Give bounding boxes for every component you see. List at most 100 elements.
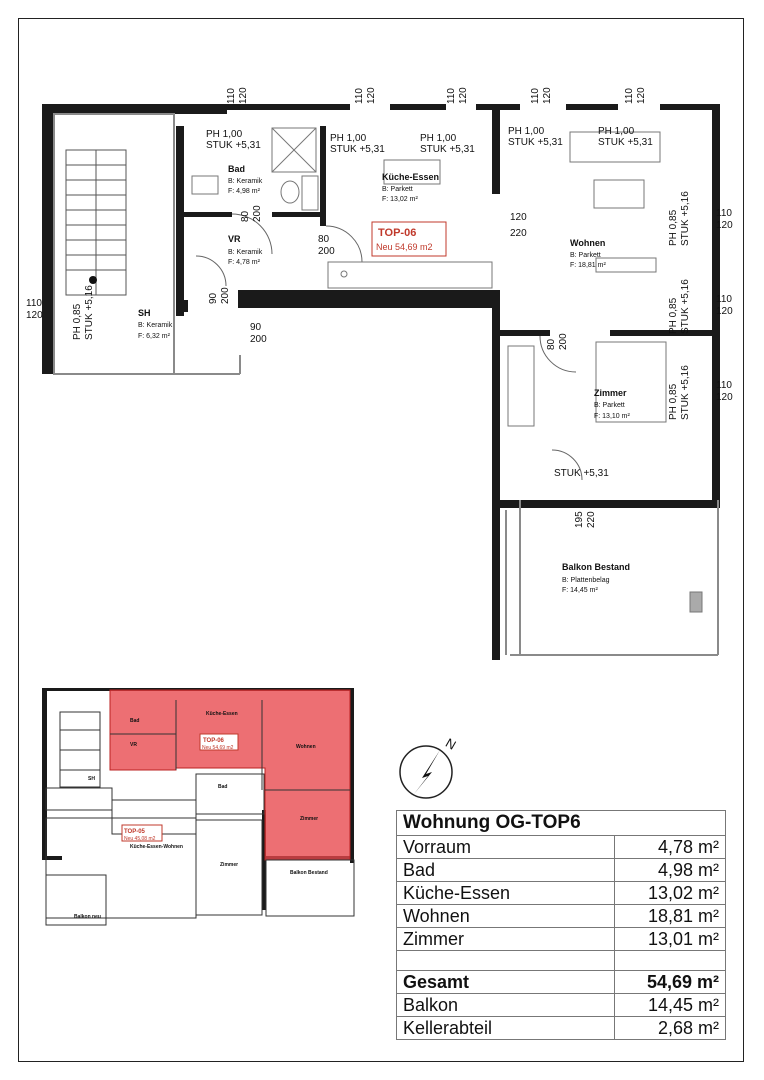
svg-text:120: 120 (510, 212, 527, 223)
room-bad-floor: B: Keramik (228, 178, 263, 185)
grey-walls (53, 113, 719, 656)
top06-box (199, 733, 239, 751)
main-floor-plan: Bad B: Keramik F: 4,98 m² Küche-Essen B:… (26, 87, 733, 660)
room-zimmer-name: Zimmer (594, 388, 627, 398)
area-table: Wohnung OG-TOP6 Vorraum 4,78 m² Bad 4,98… (396, 810, 726, 1040)
room-vr-name: VR (228, 234, 241, 244)
pipe-marker (89, 276, 97, 284)
svg-text:120: 120 (636, 87, 647, 104)
svg-text:STUK +5,31: STUK +5,31 (598, 137, 653, 148)
svg-text:110: 110 (530, 88, 541, 104)
top06-area: Neu 54,69 m2 (202, 745, 234, 751)
svg-text:80: 80 (318, 234, 330, 245)
top-window-dims: 110 120 110 120 110 120 110 120 110 120 (226, 87, 647, 104)
unit-label-box: TOP-06 Neu 54,69 m2 (371, 221, 447, 257)
svg-text:195: 195 (574, 511, 585, 528)
door-dims: 80 200 80 200 90 200 90 200 120 220 80 2… (208, 205, 597, 528)
top06-label: TOP-06 (203, 738, 225, 744)
room-kueche-name: Küche-Essen (382, 172, 439, 182)
svg-text:110: 110 (716, 380, 732, 391)
svg-text:200: 200 (250, 334, 267, 345)
room-labels: Bad B: Keramik F: 4,98 m² Küche-Essen B:… (138, 164, 630, 594)
svg-text:STUK +5,16: STUK +5,16 (680, 365, 691, 420)
svg-text:200: 200 (252, 205, 263, 222)
svg-text:STUK +5,31: STUK +5,31 (330, 144, 385, 155)
svg-text:120: 120 (26, 310, 43, 321)
height-annotations: PH 1,00 STUK +5,31 PH 1,00 STUK +5,31 PH… (206, 126, 653, 479)
svg-text:120: 120 (716, 392, 733, 403)
table-row: Balkon 14,45 m² (396, 993, 726, 1017)
top05-box (121, 824, 163, 842)
walls (42, 104, 720, 660)
unit-label: TOP-06 (378, 227, 416, 239)
room-sh-name: SH (138, 308, 151, 318)
svg-text:PH 1,00: PH 1,00 (508, 126, 545, 137)
svg-text:Küche-Essen-Wohnen: Küche-Essen-Wohnen (130, 844, 183, 850)
overview-room-names: Bad Küche-Essen VR SH Wohnen Zimmer Bad … (74, 711, 328, 920)
svg-text:120: 120 (238, 87, 249, 104)
svg-text:Zimmer: Zimmer (300, 816, 318, 822)
room-bad-area: F: 4,98 m² (228, 188, 261, 195)
top05-area: Neu 45,08 m2 (124, 836, 156, 842)
staircase (65, 149, 127, 296)
room-wohnen-floor: B: Parkett (570, 252, 601, 259)
svg-text:Balkon neu: Balkon neu (74, 914, 101, 920)
room-balkon-floor: B: Plattenbelag (562, 577, 610, 584)
room-balkon-area: F: 14,45 m² (562, 587, 598, 594)
room-vr-floor: B: Keramik (228, 249, 263, 256)
svg-text:PH 1,00: PH 1,00 (330, 133, 367, 144)
unit-area: Neu 54,69 m2 (376, 242, 433, 252)
svg-text:Bad: Bad (218, 784, 227, 790)
room-zimmer-area: F: 13,10 m² (594, 413, 630, 420)
svg-text:STUK +5,31: STUK +5,31 (420, 144, 475, 155)
svg-text:PH 1,00: PH 1,00 (206, 129, 243, 140)
area-table-title: Wohnung OG-TOP6 (396, 810, 726, 836)
svg-text:Zimmer: Zimmer (220, 862, 238, 868)
room-vr-area: F: 4,78 m² (228, 259, 261, 266)
svg-text:PH 0,85: PH 0,85 (668, 297, 679, 334)
page-frame (18, 18, 744, 1062)
room-sh-area: F: 6,32 m² (138, 333, 171, 340)
svg-text:PH 1,00: PH 1,00 (598, 126, 635, 137)
table-spacer-row (396, 950, 726, 971)
svg-text:120: 120 (716, 220, 733, 231)
svg-text:110: 110 (624, 88, 635, 104)
table-total-row: Gesamt 54,69 m² (396, 970, 726, 994)
svg-text:220: 220 (510, 228, 527, 239)
svg-text:90: 90 (250, 322, 262, 333)
svg-text:Küche-Essen: Küche-Essen (206, 711, 238, 717)
svg-text:110: 110 (226, 88, 237, 104)
top06-highlight (109, 689, 351, 861)
svg-text:110: 110 (26, 298, 42, 309)
svg-text:PH 0,85: PH 0,85 (668, 209, 679, 246)
svg-text:STUK +5,31: STUK +5,31 (554, 468, 609, 479)
svg-text:120: 120 (716, 306, 733, 317)
left-annotations: 110 120 PH 0,85 STUK +5,16 (26, 285, 95, 340)
svg-text:Bad: Bad (130, 718, 139, 724)
svg-text:Wohnen: Wohnen (296, 744, 316, 750)
room-kueche-area: F: 13,02 m² (382, 196, 418, 203)
area-table-title-row: Wohnung OG-TOP6 (396, 810, 726, 836)
room-sh-floor: B: Keramik (138, 322, 173, 329)
svg-text:110: 110 (446, 88, 457, 104)
table-row: Zimmer 13,01 m² (396, 927, 726, 951)
svg-text:STUK +5,16: STUK +5,16 (680, 279, 691, 334)
svg-text:STUK +5,31: STUK +5,31 (206, 140, 261, 151)
compass: N (399, 735, 459, 799)
svg-text:120: 120 (458, 87, 469, 104)
compass-ring-icon (399, 745, 453, 799)
door-swings (195, 213, 583, 481)
right-annotations: PH 0,85 STUK +5,16 110 120 PH 0,85 STUK … (668, 191, 733, 420)
svg-text:110: 110 (354, 88, 365, 104)
svg-text:200: 200 (318, 246, 335, 257)
svg-text:220: 220 (586, 511, 597, 528)
compass-north: N (443, 735, 459, 753)
svg-text:STUK +5,31: STUK +5,31 (508, 137, 563, 148)
table-row: Bad 4,98 m² (396, 858, 726, 882)
svg-text:200: 200 (220, 287, 231, 304)
svg-text:120: 120 (542, 87, 553, 104)
room-wohnen-name: Wohnen (570, 238, 605, 248)
furniture (191, 127, 703, 613)
svg-text:PH 0,85: PH 0,85 (668, 383, 679, 420)
room-bad-name: Bad (228, 164, 245, 174)
